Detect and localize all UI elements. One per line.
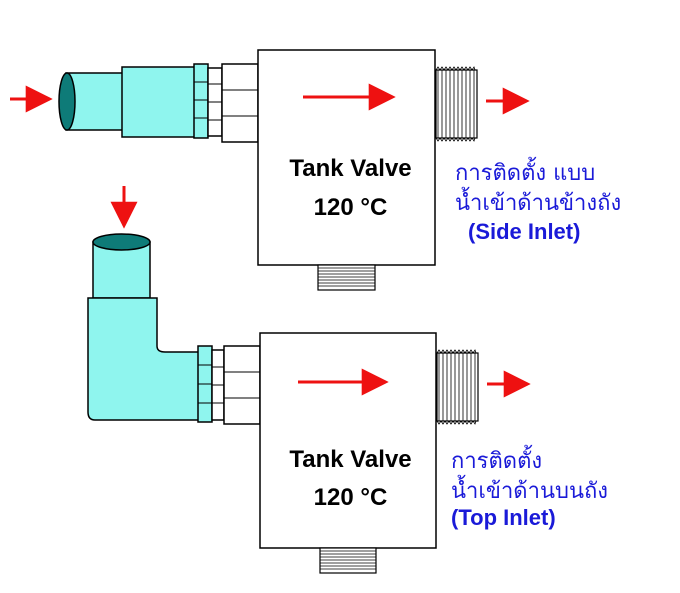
top-inlet-assembly (87, 186, 531, 574)
top-inlet-elbow-pipe (87, 233, 225, 423)
side-hex-nut (221, 63, 259, 143)
top-valve-body (259, 332, 437, 549)
top-valve-title: Tank Valve (289, 446, 412, 473)
top-note-english: (Top Inlet) (451, 505, 556, 530)
side-outlet-thread (435, 66, 478, 142)
top-note-thai-line2: น้ำเข้าด้านบนถัง (451, 479, 609, 504)
side-valve-temperature: 120 °C (313, 194, 388, 221)
side-inlet-assembly (10, 49, 530, 291)
side-note-thai-line1: การติดตั้ง แบบ (455, 161, 596, 186)
side-inlet-pipe (58, 63, 223, 139)
side-valve-title: Tank Valve (289, 155, 412, 182)
top-hex-nut (223, 345, 261, 425)
side-note-thai-line2: น้ำเข้าด้านข้างถัง (455, 191, 622, 216)
top-valve-temperature: 120 °C (313, 484, 388, 511)
top-outlet-thread (436, 349, 479, 425)
side-valve-body (257, 49, 436, 266)
top-drain-thread (319, 547, 377, 574)
side-note-english: (Side Inlet) (468, 219, 581, 244)
top-note-thai-line1: การติดตั้ง (451, 449, 543, 474)
side-drain-thread (317, 264, 376, 291)
